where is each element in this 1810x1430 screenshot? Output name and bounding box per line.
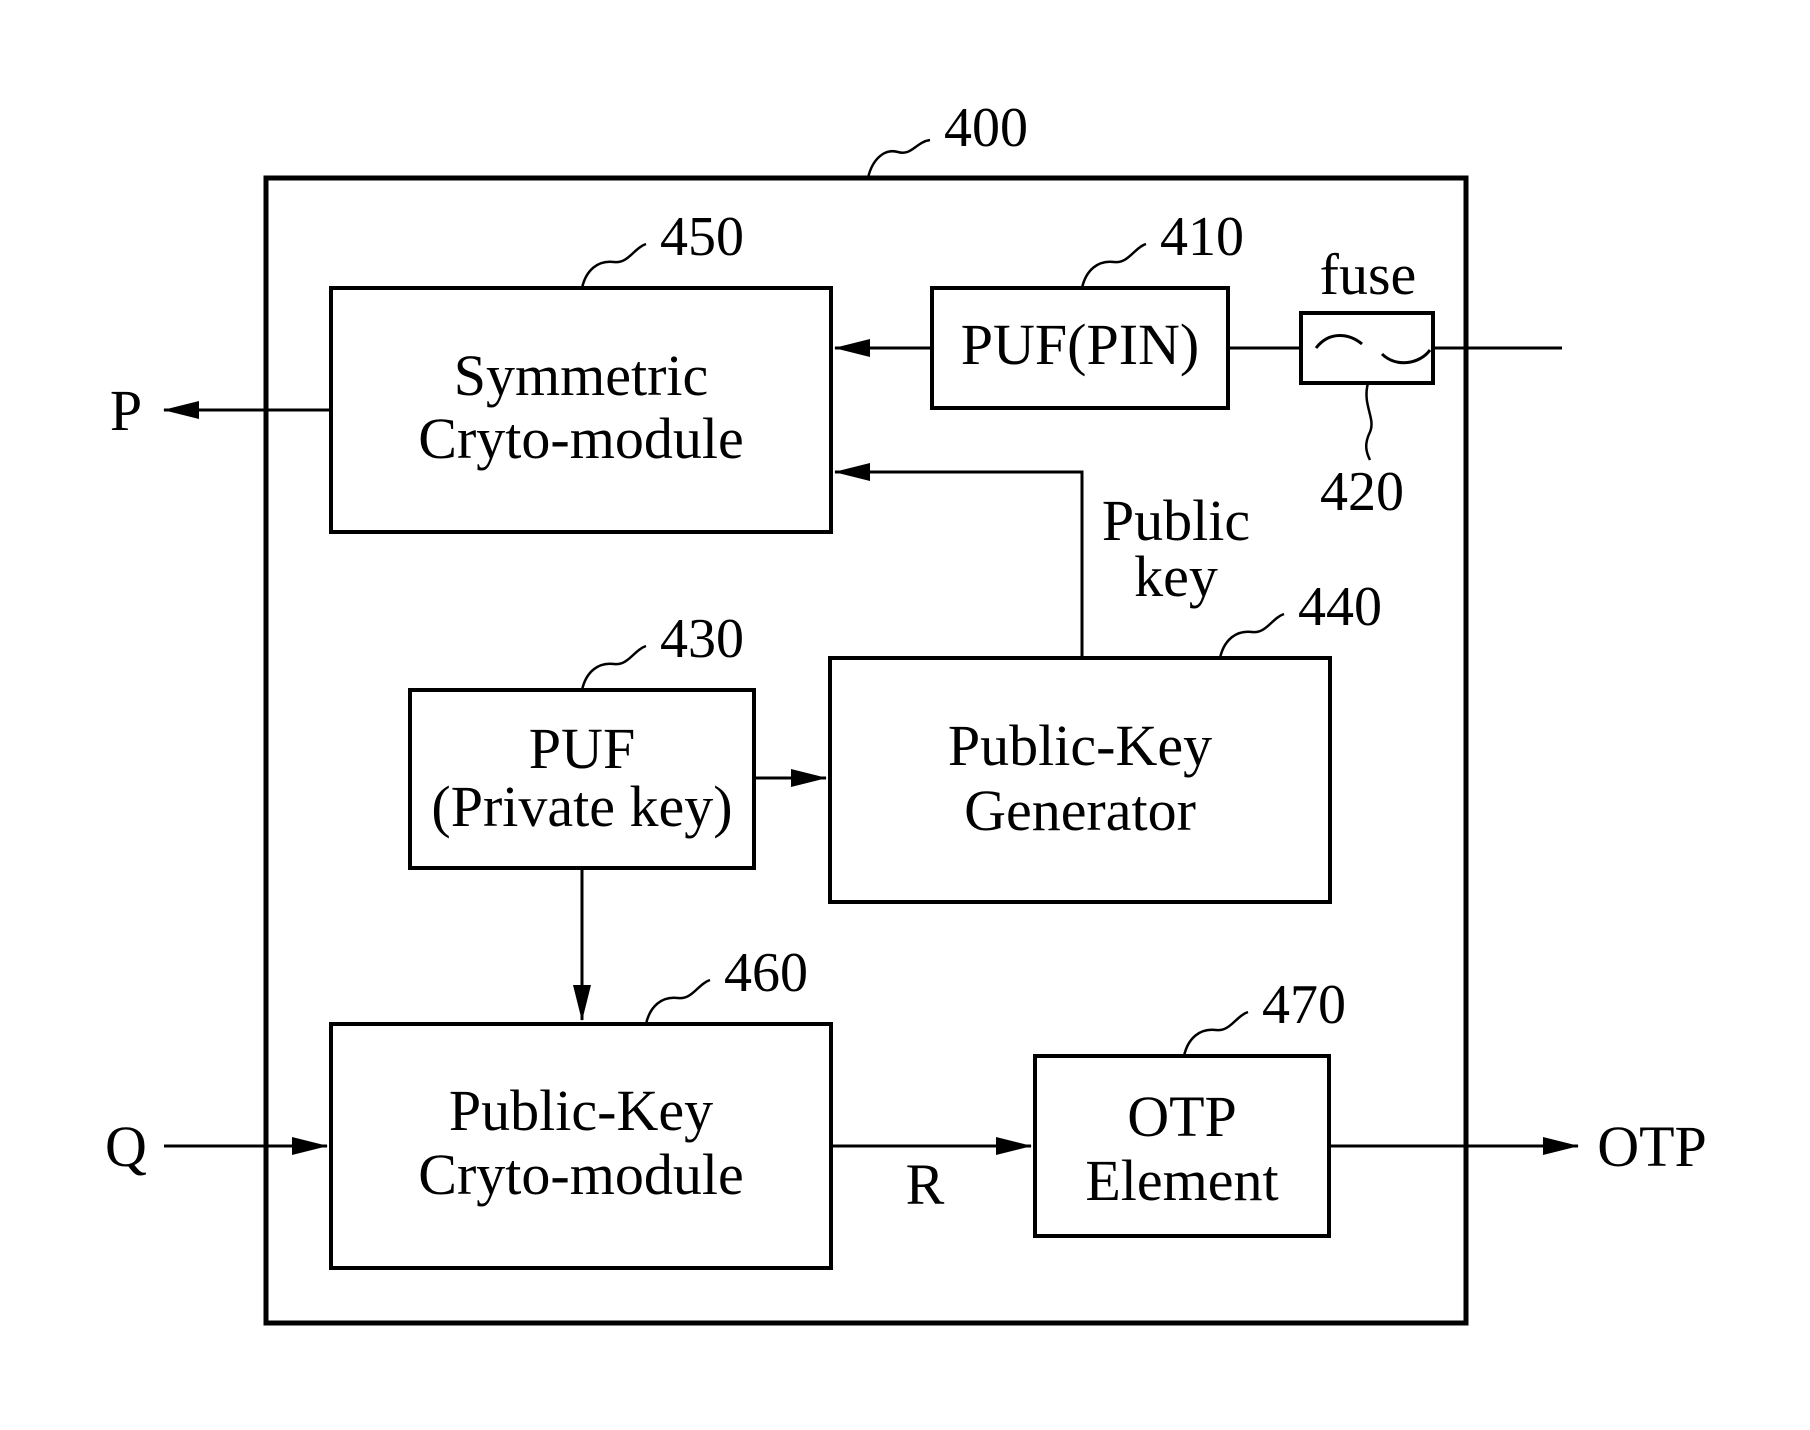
signal-otp-label: OTP (1597, 1114, 1707, 1179)
pk-generator-440-leader (1220, 614, 1284, 658)
public-key-crypto-module-line2: Cryto-module (418, 1142, 743, 1207)
symmetric-crypto-module-line1: Symmetric (454, 343, 709, 408)
signal-p-label: P (110, 378, 142, 443)
fuse-element (1301, 313, 1433, 383)
public-key-generator-line1: Public-Key (948, 713, 1212, 778)
fuse-link-left (1316, 336, 1362, 349)
public-key-crypto-module-line1: Public-Key (449, 1078, 713, 1143)
puf-private-key-block: PUF (Private key) (410, 690, 754, 868)
symmetric-crypto-module: Symmetric Cryto-module (331, 288, 831, 532)
public-key-label-line2: key (1134, 544, 1218, 609)
pk-crypto-ref: 460 (724, 942, 808, 1004)
puf-pin-410-leader (1082, 244, 1146, 288)
puf-private-ref: 430 (660, 608, 744, 670)
pk-crypto-460-leader (646, 980, 710, 1024)
fuse-420-leader (1366, 383, 1371, 460)
system-ref: 400 (944, 97, 1028, 159)
otp-element-line1: OTP (1127, 1084, 1237, 1149)
puf-pin-block: PUF(PIN) (932, 288, 1228, 408)
system-400-leader (868, 140, 930, 178)
symmetric-ref: 450 (660, 206, 744, 268)
puf-private-key-line1: PUF (529, 716, 635, 781)
puf-pin-ref: 410 (1160, 206, 1244, 268)
fuse-link-right (1382, 350, 1430, 363)
fuse-ref: 420 (1320, 461, 1404, 523)
signal-q-label: Q (105, 1114, 147, 1179)
otp-element-470-leader (1184, 1012, 1248, 1056)
public-key-generator: Public-Key Generator (830, 658, 1330, 902)
otp-element: OTP Element (1035, 1056, 1329, 1236)
otp-element-ref: 470 (1262, 974, 1346, 1036)
otp-element-line2: Element (1085, 1148, 1278, 1213)
puf-pin-label: PUF(PIN) (961, 312, 1200, 377)
fuse-label: fuse (1320, 242, 1417, 307)
symmetric-450-leader (582, 244, 646, 288)
public-key-generator-line2: Generator (964, 778, 1196, 843)
puf-private-430-leader (582, 646, 646, 690)
puf-private-key-line2: (Private key) (431, 774, 732, 839)
signal-r-label: R (906, 1152, 945, 1217)
pk-generator-ref: 440 (1298, 576, 1382, 638)
fuse-box (1301, 313, 1433, 383)
public-key-crypto-module: Public-Key Cryto-module (331, 1024, 831, 1268)
arrow-public-key-to-symmetric (835, 472, 1082, 658)
symmetric-crypto-module-line2: Cryto-module (418, 406, 743, 471)
